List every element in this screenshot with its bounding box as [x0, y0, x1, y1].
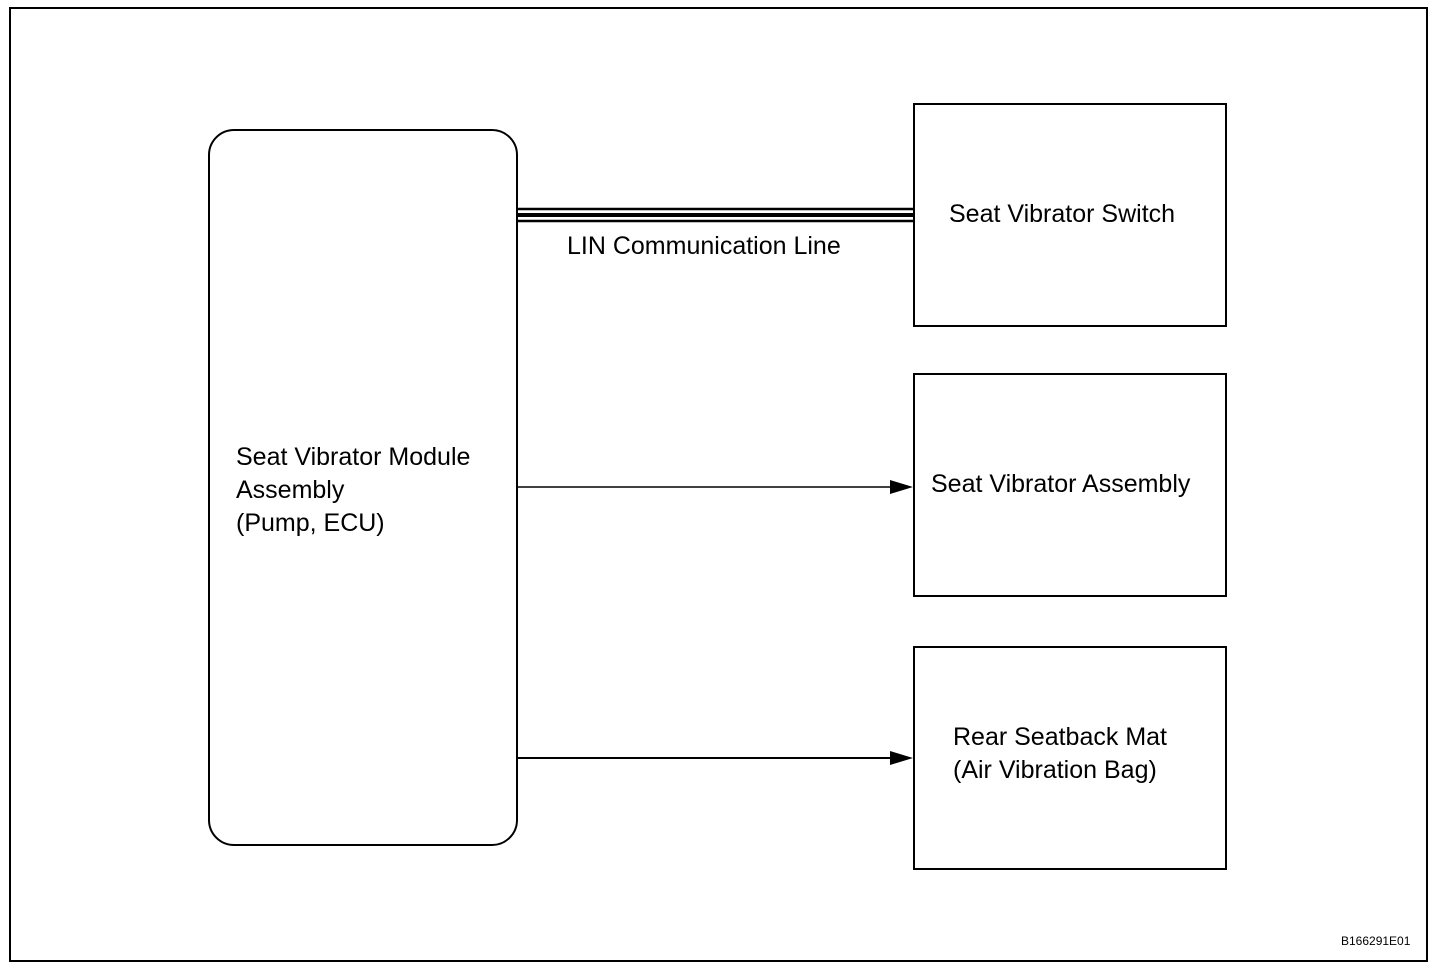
rear-seatback-mat-label: Rear Seatback Mat (Air Vibration Bag): [953, 721, 1167, 787]
seat-vibrator-switch-label: Seat Vibrator Switch: [949, 198, 1175, 231]
component-label-line: Rear Seatback Mat: [953, 723, 1167, 751]
arrow-to-rear-seatback-mat: [517, 751, 913, 765]
component-label-line: Seat Vibrator Assembly: [931, 470, 1191, 498]
rear-seatback-mat-box: [913, 646, 1227, 870]
seat-vibrator-assembly-box: [913, 373, 1227, 597]
figure-id: B166291E01: [1341, 934, 1411, 948]
component-label-line: Seat Vibrator Switch: [949, 200, 1176, 228]
arrow-to-seat-vibrator-assembly: [517, 480, 913, 494]
lin-communication-line-label: LIN Communication Line: [567, 232, 841, 260]
module-label-line: (Pump, ECU): [236, 509, 385, 537]
component-label-line: (Air Vibration Bag): [953, 756, 1157, 784]
seat-vibrator-switch-box: [913, 103, 1227, 327]
seat-vibrator-module-box: [208, 129, 518, 846]
diagram-frame: [9, 7, 1428, 962]
module-label-line: Assembly: [236, 476, 345, 504]
lin-communication-line: [517, 207, 914, 223]
seat-vibrator-module-label: Seat Vibrator Module Assembly (Pump, ECU…: [236, 441, 470, 540]
seat-vibrator-assembly-label: Seat Vibrator Assembly: [931, 468, 1190, 501]
module-label-line: Seat Vibrator Module: [236, 443, 471, 471]
